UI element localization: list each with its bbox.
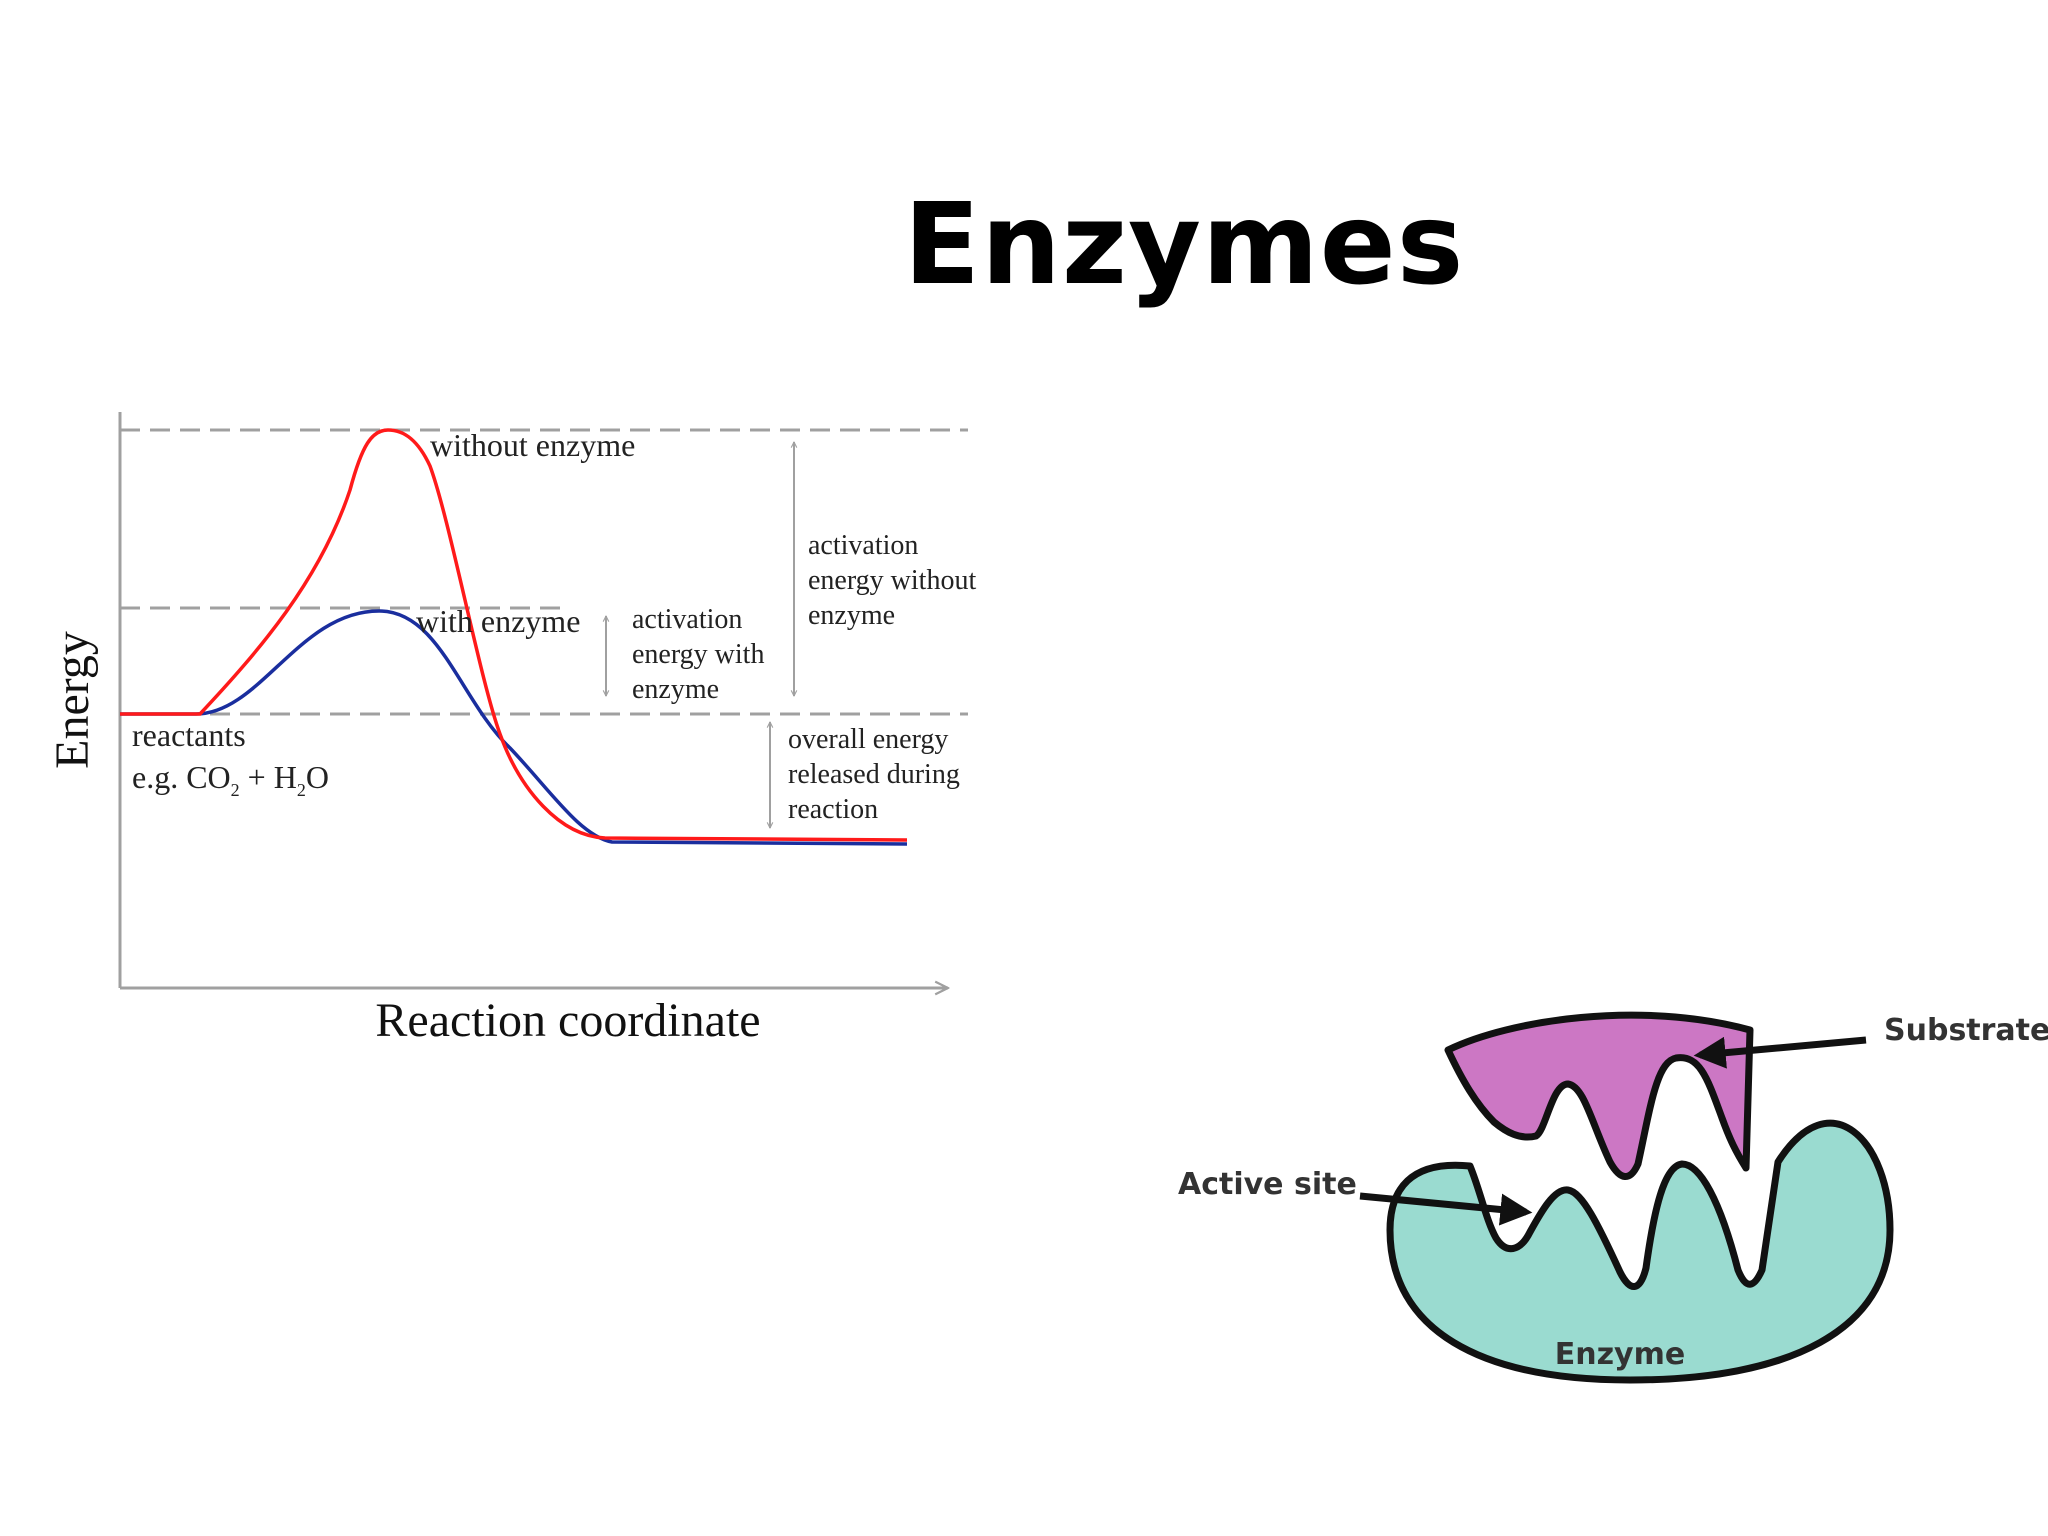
label-with-enzyme: with enzyme bbox=[416, 603, 580, 639]
label-substrate: Substrate bbox=[1884, 1013, 2048, 1048]
x-axis-label: Reaction coordinate bbox=[375, 994, 760, 1047]
label-enzyme: Enzyme bbox=[1555, 1337, 1685, 1372]
substrate-shape bbox=[1448, 1015, 1750, 1176]
label-without-enzyme: without enzyme bbox=[430, 427, 635, 463]
label-reactants-example: e.g. CO2 + H2O bbox=[132, 759, 329, 800]
energy-diagram: Energy Reaction coordinate without enzym… bbox=[46, 412, 983, 1047]
y-axis-label: Energy bbox=[46, 631, 99, 769]
label-reactants: reactants bbox=[132, 717, 246, 753]
enzyme-substrate-diagram: Substrate Active site Enzyme bbox=[1178, 1013, 2048, 1380]
label-active-site: Active site bbox=[1178, 1167, 1357, 1202]
annotation-overall-energy: overall energy released during reaction bbox=[788, 724, 967, 825]
annotation-activation-with: activation energy with enzyme bbox=[632, 604, 771, 705]
annotation-activation-without: activation energy without enzyme bbox=[808, 530, 983, 631]
